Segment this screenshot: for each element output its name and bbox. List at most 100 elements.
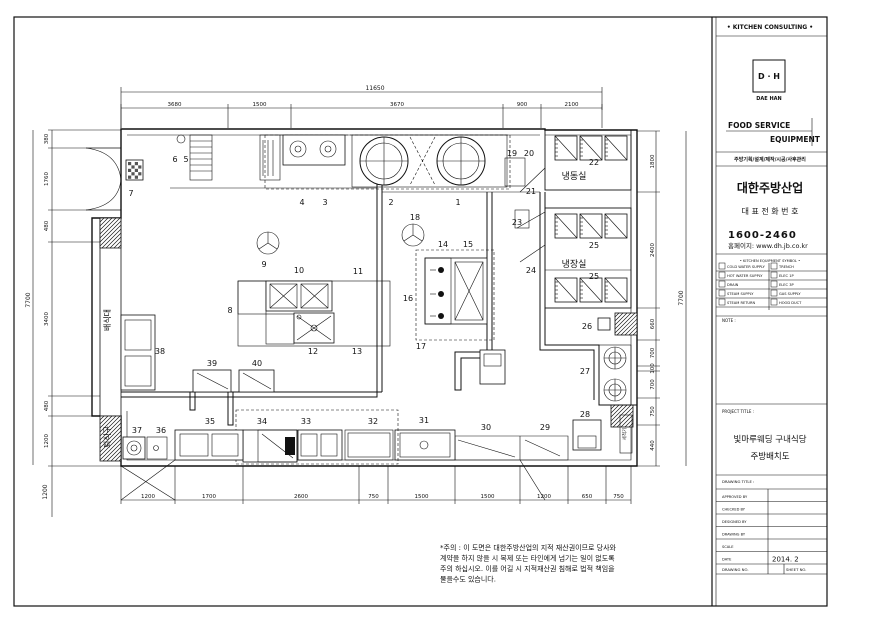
equipment-number: 34 xyxy=(257,417,267,426)
title-row-label: SCALE xyxy=(722,545,734,549)
dim-right-value: 100 xyxy=(650,363,656,374)
equipment-number: 6 xyxy=(172,155,177,164)
title-row-label: APPROVED BY xyxy=(722,495,748,499)
title-row-label: DRAWING BY xyxy=(722,533,746,537)
symbol-mark xyxy=(770,271,778,279)
project-line2: 주방배치도 xyxy=(750,451,789,462)
equipment-number: 35 xyxy=(205,417,215,426)
dim-bottom-value: 750 xyxy=(368,494,379,500)
equipment-number: 9 xyxy=(261,260,266,269)
dishwasher-label: 세척기 xyxy=(621,428,628,440)
symbol-title: • KITCHEN EQUIPMENT SYMBOL • xyxy=(740,259,800,263)
dim-left-value: 480 xyxy=(44,400,50,411)
dim-left-extra: 1200 xyxy=(42,484,49,499)
equipment-number: 18 xyxy=(410,213,420,222)
symbol-label: TRENCH xyxy=(778,265,794,269)
equipment-number: 31 xyxy=(419,416,429,425)
dim-bottom-value: 650 xyxy=(582,494,593,500)
homepage: 홈페이지: www.dh.jb.co.kr xyxy=(728,241,808,250)
equipment-number: 30 xyxy=(481,423,491,432)
consulting-label: • KITCHEN CONSULTING • xyxy=(727,24,813,31)
dim-top-value: 3670 xyxy=(390,102,404,108)
symbol-label: DRAIN xyxy=(727,283,739,287)
dim-right-value: 660 xyxy=(650,318,656,329)
freezer-room-label: 냉동실 xyxy=(562,171,587,182)
equipment-number: 29 xyxy=(540,423,550,432)
equipment-number: 16 xyxy=(403,294,413,303)
dim-right-total: 7700 xyxy=(678,290,685,305)
dim-top-total: 11650 xyxy=(365,85,384,92)
dim-bottom-value: 1700 xyxy=(202,494,216,500)
walls xyxy=(85,128,638,467)
tray-return-label: 퇴식구 xyxy=(103,426,112,448)
symbol-mark xyxy=(718,271,726,279)
symbol-mark xyxy=(770,298,778,306)
dim-left-value: 380 xyxy=(44,133,50,144)
logo-mark: D · H xyxy=(758,72,780,81)
dim-top-value: 2100 xyxy=(565,102,579,108)
equipment-number: 2 xyxy=(388,198,393,207)
dim-top-value: 1500 xyxy=(253,102,267,108)
logo-name: DAE HAN xyxy=(756,96,781,102)
equipment-number: 10 xyxy=(294,266,304,275)
phone-label: 대 표 전 화 번 호 xyxy=(742,206,799,216)
symbol-mark xyxy=(770,262,778,270)
sheet-border xyxy=(13,16,828,607)
equipment-number: 26 xyxy=(582,322,592,331)
dish-return-label: 배식대 xyxy=(103,309,112,331)
equipment-number: 7 xyxy=(128,189,133,198)
equipment-number: 20 xyxy=(524,149,534,158)
note-label: NOTE : xyxy=(722,318,736,323)
title-block-rows: APPROVED BY CHECKED BY DESIGNED BY DRAWING … xyxy=(716,495,827,565)
title-row-label: DATE xyxy=(722,558,732,562)
equipment-number: 38 xyxy=(155,347,165,356)
notice-line: 계약을 하지 않을 시 복제 또는 타인에게 넘기는 일이 없도록 xyxy=(440,554,615,563)
company-name: 대한주방산업 xyxy=(737,180,803,195)
equipment-number: 40 xyxy=(252,359,262,368)
dim-bottom-value: 1500 xyxy=(481,494,495,500)
equipment-number: 39 xyxy=(207,359,217,368)
symbol-label: COLD WATER SUPPLY xyxy=(727,265,766,269)
symbol-label: HOOD DUCT xyxy=(779,301,802,305)
symbol-mark xyxy=(770,289,778,297)
drawing-no-label: DRAWING NO. xyxy=(722,567,749,572)
notice-line: 물을수도 있습니다. xyxy=(440,575,496,584)
equipment-number: 27 xyxy=(580,367,590,376)
dim-top-value: 900 xyxy=(517,102,528,108)
symbol-label: GAS SUPPLY xyxy=(779,292,801,296)
equipment-number: 23 xyxy=(512,218,522,227)
dim-left-total: 7700 xyxy=(25,292,32,307)
equipment-number: 1 xyxy=(455,198,460,207)
dim-right-value: 700 xyxy=(650,347,656,358)
dim-bottom-value: 750 xyxy=(613,494,624,500)
dim-bottom-value: 2600 xyxy=(294,494,308,500)
dim-right-value: 700 xyxy=(650,379,656,390)
symbol-label: STEAM SUPPLY xyxy=(727,292,754,296)
range-burner xyxy=(282,134,346,166)
equipment-number: 12 xyxy=(308,347,318,356)
dim-left-value: 480 xyxy=(44,220,50,231)
title-row-label: CHECKED BY xyxy=(722,508,746,512)
equipment-number: 17 xyxy=(416,342,426,351)
dim-left-value: 1200 xyxy=(44,434,50,448)
dim-bottom-value: 1200 xyxy=(141,494,155,500)
symbol-label: ELEC 3P xyxy=(779,283,794,287)
equipment-number: 33 xyxy=(301,417,311,426)
title-block: • KITCHEN CONSULTING • D · H DAE HAN FOO… xyxy=(716,24,827,575)
dim-bottom-value: 1500 xyxy=(415,494,429,500)
fse-line2: EQUIPMENT xyxy=(770,135,821,144)
equipment-number: 37 xyxy=(132,426,142,435)
equipment-number: 21 xyxy=(526,187,536,196)
title-row-label: DESIGNED BY xyxy=(722,520,747,524)
symbol-mark xyxy=(718,262,726,270)
equipment: 세척기 xyxy=(120,134,633,501)
symbol-label: ELEC 1P xyxy=(779,274,794,278)
equipment-number: 25 xyxy=(589,272,599,281)
symbol-mark xyxy=(718,298,726,306)
equipment-number: 25 xyxy=(589,241,599,250)
equipment-number: 32 xyxy=(368,417,378,426)
notice-line: 주의 하십시오. 이를 어길 시 지적재산권 침해로 법적 책임을 xyxy=(440,564,615,573)
